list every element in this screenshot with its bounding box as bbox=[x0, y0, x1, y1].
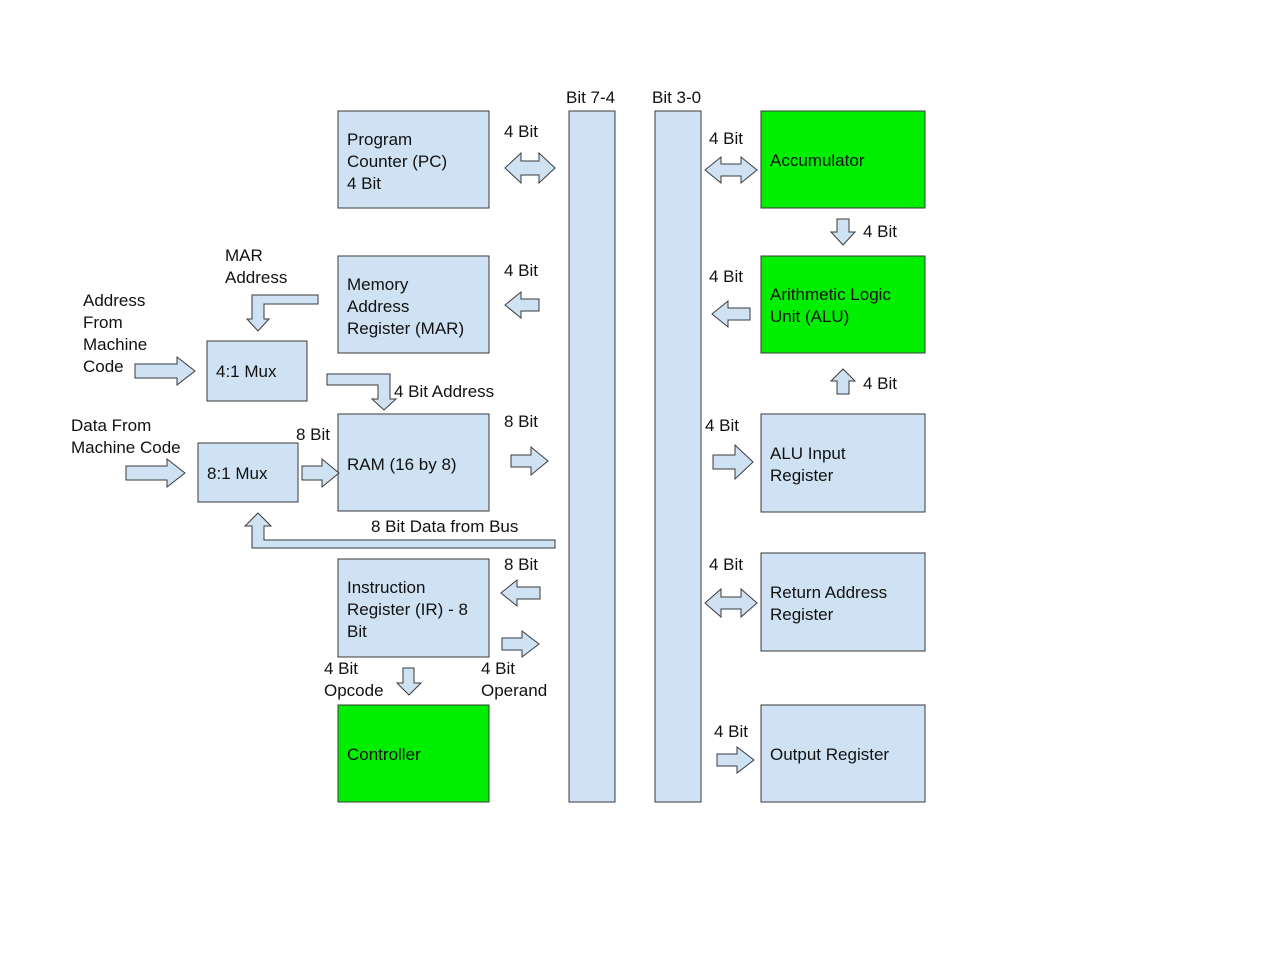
ir-line-1: Instruction bbox=[347, 578, 425, 597]
controller-fill bbox=[337, 704, 490, 803]
aluin-alu-label: 4 Bit bbox=[863, 374, 897, 393]
ret-bidirectional-arrow bbox=[704, 587, 758, 619]
ir-to-controller-arrow bbox=[395, 667, 423, 696]
bus-bit-7-4-label: Bit 7-4 bbox=[566, 88, 615, 107]
mux8-label: 8:1 Mux bbox=[207, 464, 268, 483]
acc-bus-label: 4 Bit bbox=[709, 129, 743, 148]
bus-to-ir-arrow bbox=[500, 578, 541, 608]
ir-line-3: Bit bbox=[347, 622, 367, 641]
mar-address-line-2: Address bbox=[225, 268, 287, 287]
mux4-to-ram-label: 4 Bit Address bbox=[394, 382, 494, 401]
mux4-to-ram-arrow bbox=[326, 373, 398, 411]
mar-address-line-1: MAR bbox=[225, 246, 263, 265]
opcode-line-2: Opcode bbox=[324, 681, 384, 700]
addr-from-code-line-3: Machine bbox=[83, 335, 147, 354]
pc-line-3: 4 Bit bbox=[347, 174, 381, 193]
ret-bus-label: 4 Bit bbox=[709, 555, 743, 574]
accumulator-label: Accumulator bbox=[770, 151, 865, 170]
alu-to-bus-arrow bbox=[711, 299, 751, 329]
ret-line-2: Register bbox=[770, 605, 834, 624]
pc-line-2: Counter (PC) bbox=[347, 152, 447, 171]
mux8-to-ram-arrow bbox=[301, 457, 340, 489]
ir-line-2: Register (IR) - 8 bbox=[347, 600, 468, 619]
ram-label: RAM (16 by 8) bbox=[347, 455, 457, 474]
ram-bus-label: 8 Bit bbox=[504, 412, 538, 431]
ram-block: RAM (16 by 8) bbox=[337, 413, 490, 512]
output-label: Output Register bbox=[770, 745, 889, 764]
bus-bit-7-4: Bit 7-4 bbox=[566, 88, 616, 803]
alu-line-2: Unit (ALU) bbox=[770, 307, 849, 326]
mux4-label: 4:1 Mux bbox=[216, 362, 277, 381]
acc-bidirectional-arrow bbox=[704, 155, 758, 185]
opcode-line-1: 4 Bit bbox=[324, 659, 358, 678]
aluin-bus-label: 4 Bit bbox=[705, 416, 739, 435]
data-from-code-line-2: Machine Code bbox=[71, 438, 181, 457]
operand-line-1: 4 Bit bbox=[481, 659, 515, 678]
aluin-line-1: ALU Input bbox=[770, 444, 846, 463]
data-input-arrow bbox=[125, 457, 186, 489]
ret-line-1: Return Address bbox=[770, 583, 887, 602]
output-register-block: Output Register bbox=[760, 704, 926, 803]
address-input-arrow bbox=[134, 355, 196, 387]
bus-to-mux8-arrow bbox=[243, 512, 556, 549]
bus-to-mar-arrow bbox=[504, 290, 540, 320]
mux-8-to-1-block: 8:1 Mux bbox=[197, 442, 299, 503]
alu-bus-label: 4 Bit bbox=[709, 267, 743, 286]
controller-label: Controller bbox=[347, 745, 421, 764]
bus-bit-3-0-label: Bit 3-0 bbox=[652, 88, 701, 107]
ir-bus-label: 8 Bit bbox=[504, 555, 538, 574]
mar-bus-label: 4 Bit bbox=[504, 261, 538, 280]
mar-line-2: Address bbox=[347, 297, 409, 316]
pc-bus-label: 4 Bit bbox=[504, 122, 538, 141]
acc-alu-label: 4 Bit bbox=[863, 222, 897, 241]
mar-to-mux4-arrow bbox=[245, 294, 319, 332]
mux8-to-ram-label: 8 Bit bbox=[296, 425, 330, 444]
out-bus-label: 4 Bit bbox=[714, 722, 748, 741]
bus-bit-3-0: Bit 3-0 bbox=[652, 88, 702, 803]
operand-line-2: Operand bbox=[481, 681, 547, 700]
mar-line-3: Register (MAR) bbox=[347, 319, 464, 338]
aluin-to-alu-arrow bbox=[829, 368, 857, 395]
alu-line-1: Arithmetic Logic bbox=[770, 285, 891, 304]
controller-block: Controller bbox=[337, 704, 490, 803]
data-from-bus-label: 8 Bit Data from Bus bbox=[371, 517, 518, 536]
data-from-code-line-1: Data From bbox=[71, 416, 151, 435]
bus-to-output-arrow bbox=[716, 745, 755, 775]
accumulator-block: Accumulator bbox=[760, 110, 926, 209]
mar-line-1: Memory bbox=[347, 275, 409, 294]
aluin-line-2: Register bbox=[770, 466, 834, 485]
acc-to-alu-arrow bbox=[829, 218, 857, 246]
ir-to-bus-arrow bbox=[501, 629, 540, 659]
pc-bidirectional-arrow bbox=[504, 151, 556, 185]
addr-from-code-line-1: Address bbox=[83, 291, 145, 310]
bus-to-aluin-arrow bbox=[712, 443, 754, 481]
ram-to-bus-arrow bbox=[510, 445, 549, 477]
pc-line-1: Program bbox=[347, 130, 412, 149]
addr-from-code-line-4: Code bbox=[83, 357, 124, 376]
addr-from-code-line-2: From bbox=[83, 313, 123, 332]
mux-4-to-1-block: 4:1 Mux bbox=[206, 340, 308, 402]
